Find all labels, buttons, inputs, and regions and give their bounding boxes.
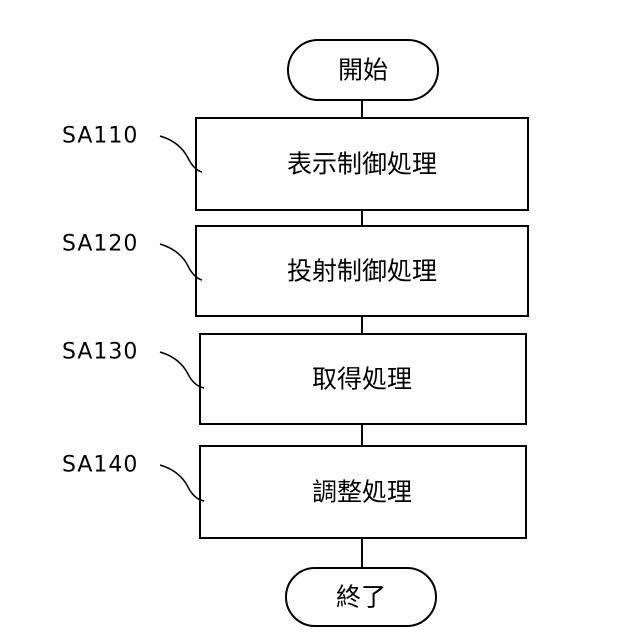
- end-node: 終了: [286, 568, 436, 626]
- end-label: 終了: [336, 583, 386, 612]
- start-node: 開始: [288, 40, 438, 100]
- step-sa120-label: 投射制御処理: [287, 257, 437, 286]
- step-sa130-label: 取得処理: [312, 365, 412, 394]
- step-sa110-id: SA110: [62, 124, 138, 149]
- start-label: 開始: [338, 56, 388, 85]
- step-sa140-label: 調整処理: [312, 478, 412, 507]
- step-sa130: 取得処理 SA130: [62, 334, 526, 424]
- step-sa120-id: SA120: [62, 232, 138, 257]
- step-sa140-leader: [160, 465, 204, 501]
- step-sa140-id: SA140: [62, 453, 138, 478]
- step-sa110-label: 表示制御処理: [287, 150, 437, 179]
- step-sa130-id: SA130: [62, 340, 138, 365]
- step-sa130-leader: [160, 352, 204, 388]
- step-sa140: 調整処理 SA140: [62, 446, 526, 538]
- step-sa120: 投射制御処理 SA120: [62, 226, 528, 316]
- step-sa110: 表示制御処理 SA110: [62, 118, 528, 210]
